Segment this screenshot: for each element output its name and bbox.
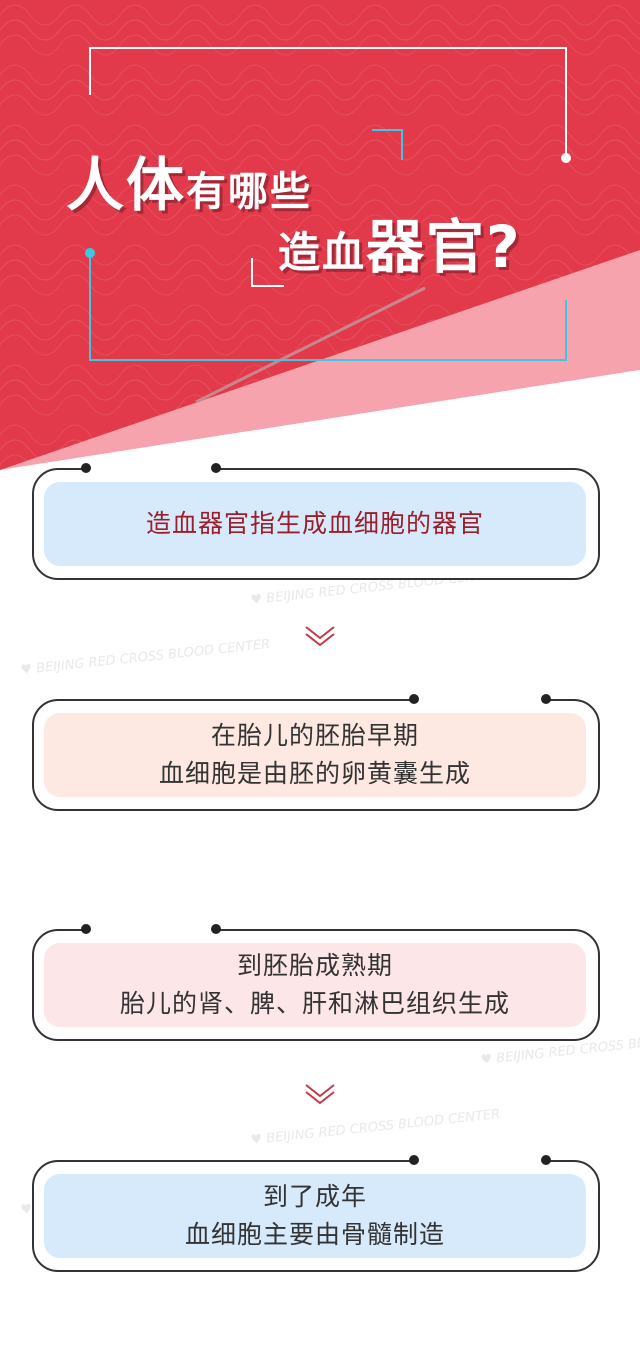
card-2-dot-right xyxy=(541,694,551,704)
card-3-dot-right xyxy=(211,924,221,934)
header-background xyxy=(0,0,640,470)
card-3-dot-left xyxy=(81,924,91,934)
info-card-4-body: 到了成年 血细胞主要由骨髓制造 xyxy=(44,1174,586,1258)
title-word-younaxie: 有哪些 xyxy=(186,169,313,215)
title-word-renti: 人体 xyxy=(66,151,187,219)
info-card-4-line-2: 血细胞主要由骨髓制造 xyxy=(184,1220,445,1249)
info-card-1: 造血器官指生成血细胞的器官 xyxy=(32,468,600,580)
title-question-mark: ? xyxy=(486,213,522,281)
teal-frame xyxy=(89,256,567,361)
white-frame xyxy=(89,47,567,155)
info-card-3-line-2: 胎儿的肾、脾、肝和淋巴组织生成 xyxy=(119,989,510,1018)
info-card-3-body: 到胚胎成熟期 胎儿的肾、脾、肝和淋巴组织生成 xyxy=(44,943,586,1027)
title-line-1: 人体有哪些 xyxy=(66,138,312,222)
info-card-3: 到胚胎成熟期 胎儿的肾、脾、肝和淋巴组织生成 xyxy=(32,929,600,1041)
info-card-4: 到了成年 血细胞主要由骨髓制造 xyxy=(32,1160,600,1272)
card-1-dot-left xyxy=(81,463,91,473)
title-line-2: 造血器官? xyxy=(278,200,522,284)
card-1-dot-right xyxy=(211,463,221,473)
info-card-2: 在胎儿的胚胎早期 血细胞是由胚的卵黄囊生成 xyxy=(32,699,600,811)
header-banner: 人体有哪些 造血器官? xyxy=(0,0,640,470)
card-2-dot-left xyxy=(409,694,419,704)
info-card-2-line-2: 血细胞是由胚的卵黄囊生成 xyxy=(158,759,471,788)
chevron-down-icon xyxy=(305,1084,335,1105)
title-word-zaoxue: 造血 xyxy=(278,228,367,277)
watermark-heart-logo: ♥ BEIJING RED CROSS BLOOD CENTER xyxy=(19,636,271,679)
info-card-2-body: 在胎儿的胚胎早期 血细胞是由胚的卵黄囊生成 xyxy=(44,713,586,797)
info-card-2-line-1: 在胎儿的胚胎早期 xyxy=(210,721,419,750)
card-4-dot-right xyxy=(541,1155,551,1165)
watermark-heart-logo: ♥ BEIJING RED CROSS BLOOD CENTER xyxy=(249,1106,501,1149)
card-4-dot-left xyxy=(409,1155,419,1165)
info-card-1-line-1: 造血器官指生成血细胞的器官 xyxy=(145,509,484,538)
title-word-qiguan: 器官 xyxy=(366,213,487,281)
info-card-3-line-1: 到胚胎成熟期 xyxy=(236,951,393,980)
info-card-1-body: 造血器官指生成血细胞的器官 xyxy=(44,482,586,566)
info-card-4-line-1: 到了成年 xyxy=(262,1182,367,1211)
chevron-down-icon xyxy=(305,626,335,647)
